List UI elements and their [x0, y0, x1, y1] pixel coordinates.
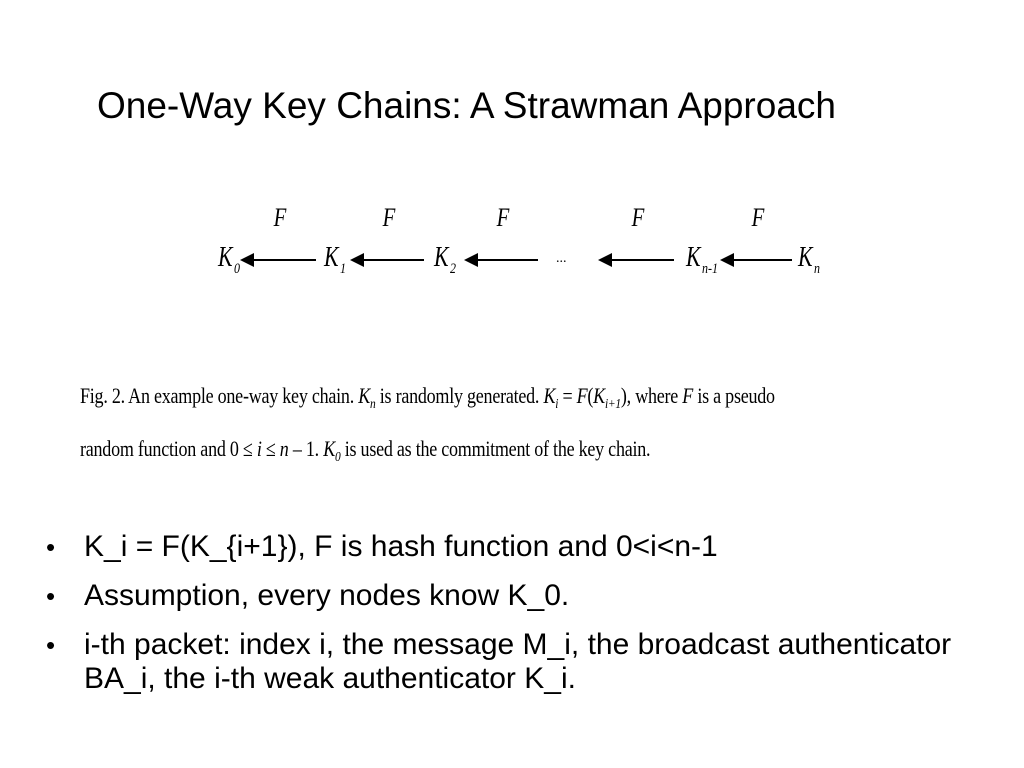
caption-line-1: Fig. 2. An example one-way key chain. Kn… — [80, 374, 974, 427]
caption-text: is a pseudo — [693, 383, 775, 408]
bullet-dot-icon: • — [46, 581, 56, 611]
ellipsis-label: ... — [556, 251, 567, 266]
chain-arrow-2: F — [464, 204, 538, 267]
chain-arrow-1: F — [350, 204, 424, 267]
arrow-head-icon — [240, 253, 254, 267]
caption-text: = — [558, 383, 577, 408]
bullet-list: • K_i = F(K_{i+1}), F is hash function an… — [44, 530, 1004, 711]
chain-arrow-3: F — [598, 204, 674, 267]
bullet-text: K_i = F(K_{i+1}), F is hash function and… — [84, 530, 718, 563]
key-label: K — [797, 243, 814, 273]
caption-text: is randomly generated. — [375, 383, 544, 408]
arrow-head-icon — [720, 253, 734, 267]
arrow-head-icon — [464, 253, 478, 267]
key-subscript: n-1 — [702, 260, 718, 277]
arrow-label: F — [496, 204, 510, 233]
caption-line-2: random function and 0 ≤ i ≤ n – 1. K0 is… — [80, 427, 974, 480]
caption-text: ≤ — [261, 436, 280, 461]
key-label: K — [685, 243, 702, 273]
caption-math: F — [682, 383, 694, 408]
bullet-text: Assumption, every nodes know K_0. — [84, 579, 570, 612]
key-label: K — [217, 243, 234, 273]
caption-math: K — [543, 383, 556, 408]
bullet-dot-icon: • — [46, 532, 56, 562]
caption-text: – 1. — [288, 436, 324, 461]
arrow-label: F — [273, 204, 287, 233]
caption-math: K — [593, 383, 605, 408]
bullet-text: i-th packet: index i, the message M_i, t… — [84, 628, 952, 695]
bullet-dot-icon: • — [46, 630, 56, 660]
arrow-head-icon — [598, 253, 612, 267]
key-subscript: 1 — [340, 260, 346, 277]
caption-text: is used as the commitment of the key cha… — [340, 436, 651, 461]
caption-text: random function and 0 ≤ — [80, 436, 257, 461]
key-label: K — [433, 243, 450, 273]
key-subscript: 2 — [450, 260, 456, 277]
bullet-item: • i-th packet: index i, the message M_i, … — [44, 628, 1004, 696]
caption-math-sub: 0 — [334, 450, 341, 465]
chain-arrow-0: F — [240, 204, 316, 267]
key-subscript: 0 — [234, 260, 240, 277]
arrow-label: F — [382, 204, 396, 233]
bullet-item: • Assumption, every nodes know K_0. — [44, 579, 1004, 613]
caption-text: ( — [587, 383, 594, 408]
chain-key-3: ... — [556, 251, 567, 266]
caption-text: Fig. 2. An example one-way key chain. — [80, 383, 359, 408]
caption-math-sub: i — [555, 397, 559, 412]
chain-arrow-4: F — [720, 204, 792, 267]
key-subscript: n — [814, 260, 820, 277]
caption-math-sub: n — [370, 397, 376, 412]
caption-math: K — [358, 383, 371, 408]
arrow-label: F — [751, 204, 765, 233]
bullet-item: • K_i = F(K_{i+1}), F is hash function an… — [44, 530, 1004, 564]
caption-math: n — [279, 436, 289, 461]
slide-title: One-Way Key Chains: A Strawman Approach — [97, 85, 836, 126]
key-label: K — [323, 243, 340, 273]
caption-text: ), where — [620, 383, 683, 408]
arrow-label: F — [631, 204, 645, 233]
caption-math-sub: i+1 — [604, 397, 621, 412]
caption-math: K — [323, 436, 335, 461]
caption-math: F — [576, 383, 588, 408]
figure-caption: Fig. 2. An example one-way key chain. Kn… — [80, 374, 802, 480]
caption-math: i — [256, 436, 262, 461]
arrow-head-icon — [350, 253, 364, 267]
